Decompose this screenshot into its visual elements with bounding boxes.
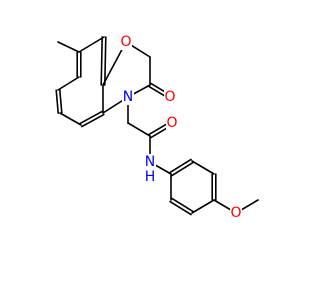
single-bond (191, 199, 215, 214)
bond-layer (55, 36, 259, 216)
double-bond-line (171, 161, 194, 177)
single-bond (78, 36, 105, 53)
atom-label-o-methoxy: O (230, 205, 241, 221)
double-bond-line (55, 89, 60, 114)
single-bond (191, 160, 215, 175)
atom-label-background (230, 205, 242, 221)
atom-label-n-ring: N (123, 89, 133, 105)
atom-label-background (164, 89, 176, 105)
double-bond-line (79, 110, 103, 125)
double-bond-line (171, 197, 194, 213)
single-bond (59, 112, 82, 126)
double-bond-line (169, 158, 192, 174)
double-bond-line (81, 113, 105, 128)
double-bond-line (103, 36, 107, 86)
single-bond (127, 122, 151, 137)
atom-label-background (120, 34, 132, 50)
atom-label-background (166, 115, 178, 131)
atom-label-background (144, 169, 156, 185)
atom-label-background (144, 154, 156, 170)
atom-label-o-amide: O (166, 115, 177, 131)
single-bond (57, 76, 80, 91)
double-bond-line (58, 89, 63, 114)
atom-label-o-lactam: O (164, 89, 175, 105)
atom-label-n-amide: N (145, 154, 155, 170)
double-bond-line (169, 200, 192, 216)
atom-label-h-amide: H (145, 169, 156, 185)
atom-label-background (122, 89, 134, 105)
double-bond-line (100, 36, 104, 86)
atom-label-o-ring: O (120, 34, 131, 50)
single-bond (57, 41, 80, 53)
